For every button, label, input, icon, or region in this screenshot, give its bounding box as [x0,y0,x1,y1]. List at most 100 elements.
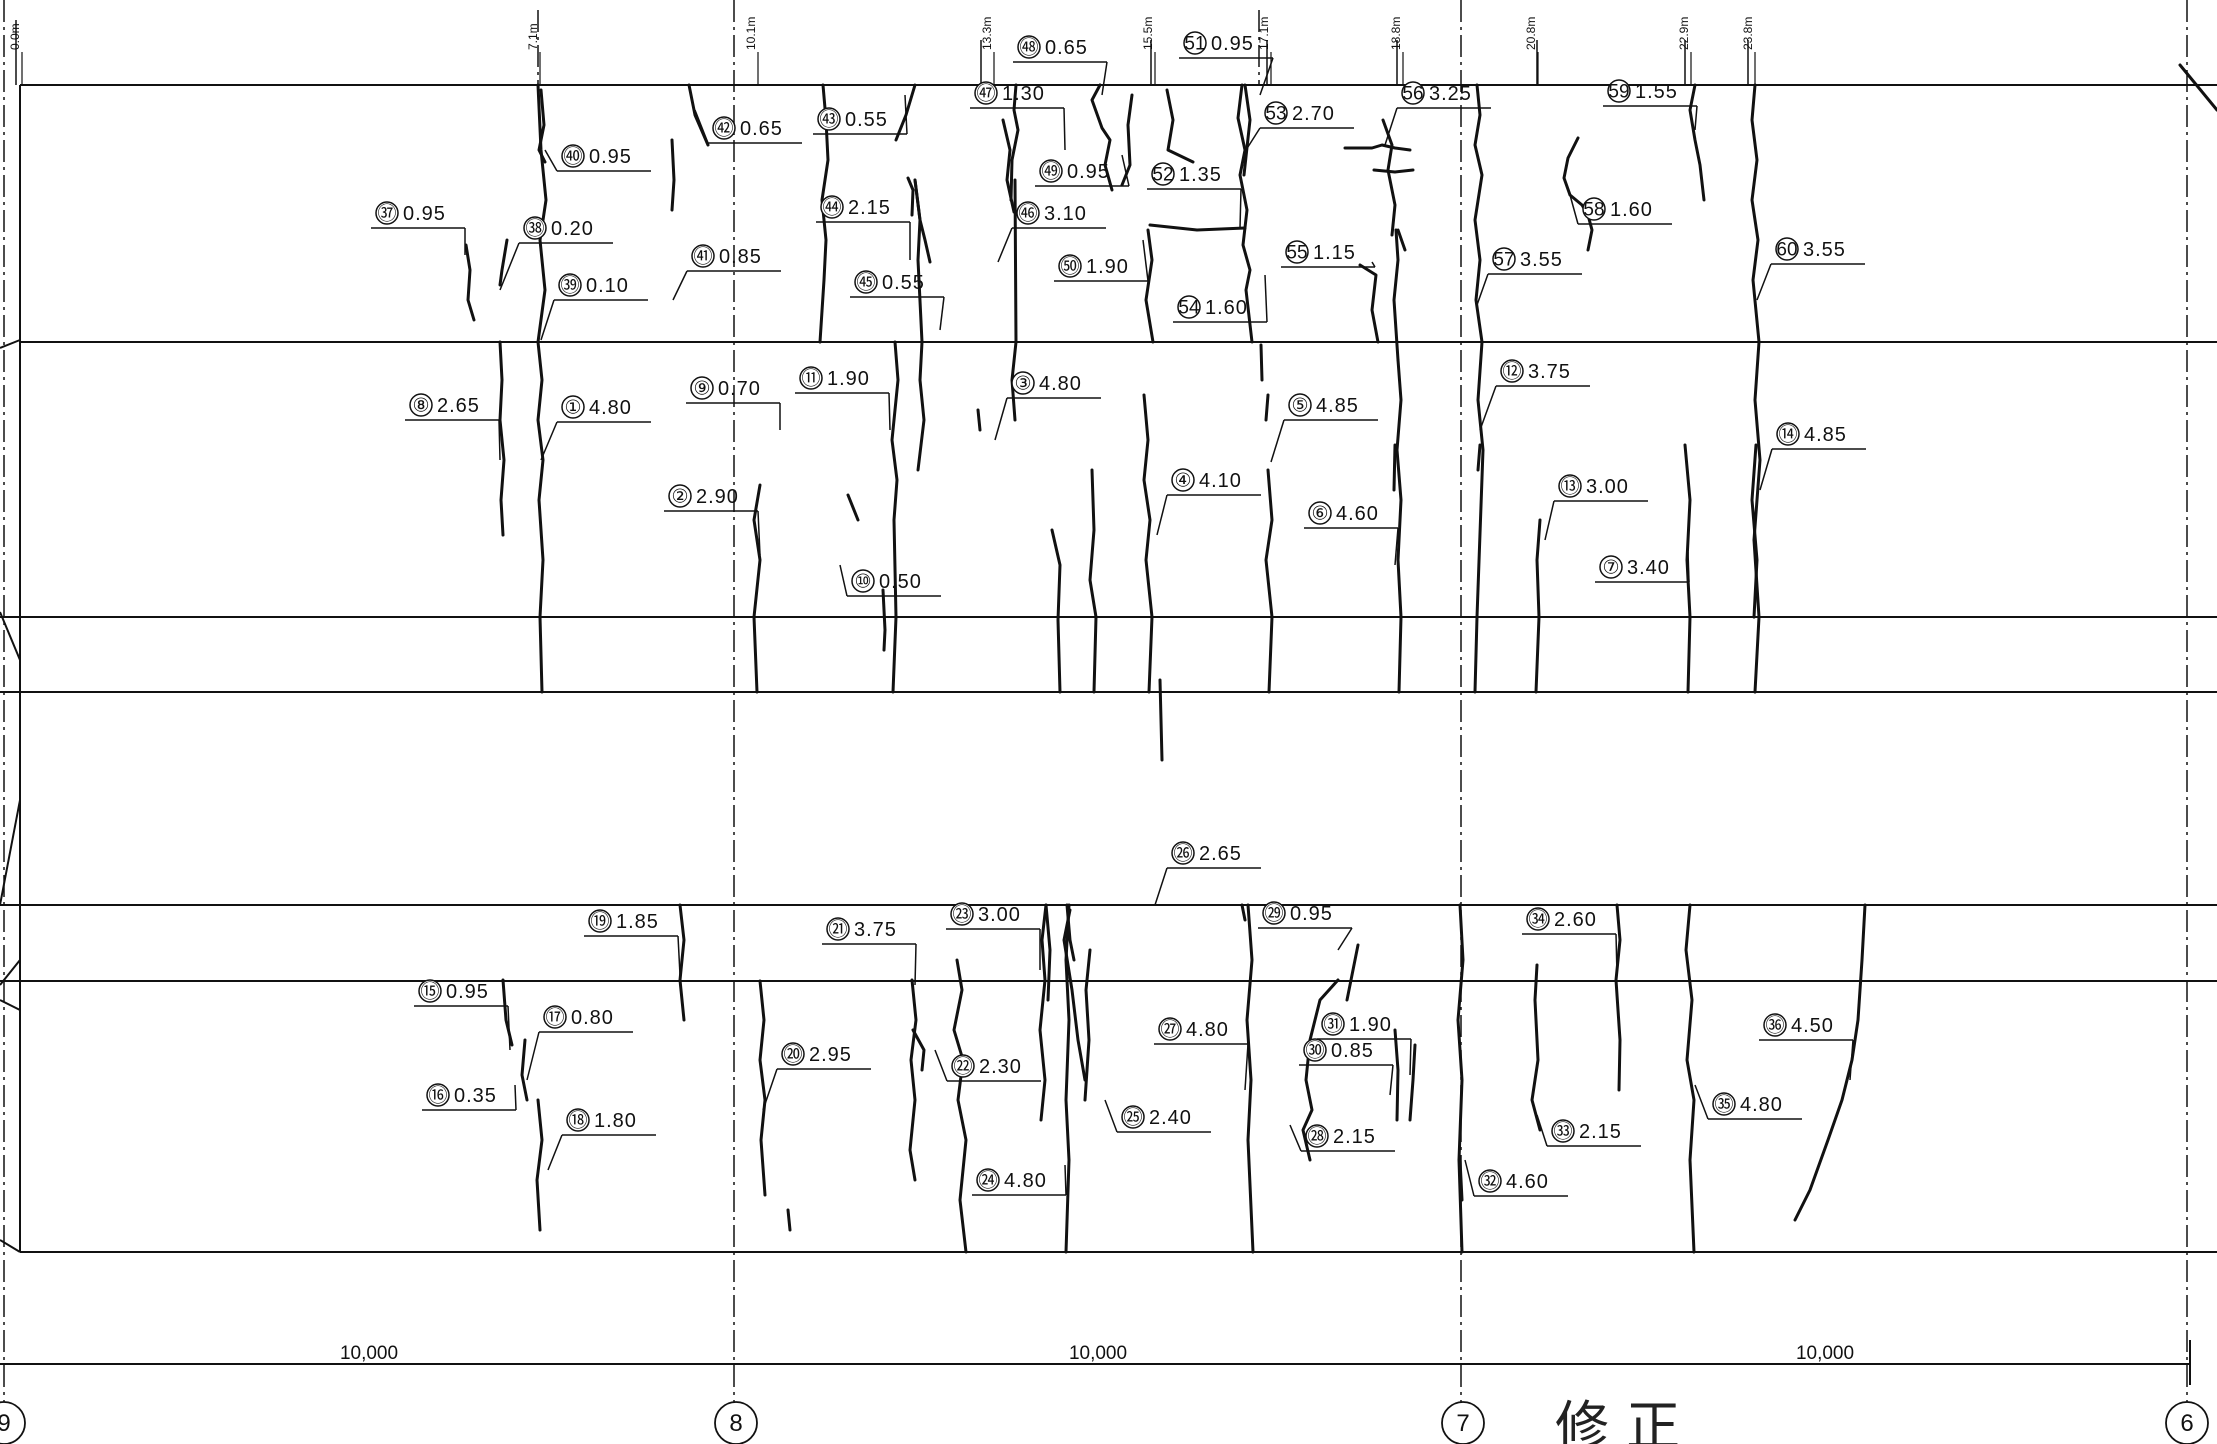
callout-leader [997,227,1013,263]
crack-length: 2.60 [1554,909,1597,931]
callout-leader [762,1068,778,1111]
handwritten-note: 修 正 [1555,1395,1680,1444]
crack-number: ⑮ [420,981,439,1003]
axis-bubble: 7 [1441,1401,1485,1444]
callout-leader [1694,1084,1709,1120]
callout-leader [1154,867,1168,906]
crack-length: 4.80 [589,397,632,419]
callout-circle [1607,79,1631,103]
callout-leader [1245,127,1261,151]
crack-length: 3.55 [1520,249,1563,271]
callout-circle [1558,474,1582,498]
crack-length: 0.70 [718,378,761,400]
axis-label: 8 [729,1410,742,1437]
crack-number: 56 [1402,84,1423,105]
crack-length: 0.95 [403,203,446,225]
callout-leader [1756,263,1772,301]
crack-callout: ㊺ 0.55 [854,270,925,294]
callout-circle [851,569,875,593]
callout-circle [1492,247,1516,271]
crack-number: ㉘ [1307,1126,1326,1148]
position-marker: 0.0m [8,23,22,50]
callout-leader [507,1005,511,1051]
crack-number: 60 [1776,240,1797,261]
callout-circle [1262,901,1286,925]
crack-number: 59 [1608,82,1629,103]
crack-number: 55 [1286,243,1307,264]
callout-leader [1849,1039,1854,1081]
crack-number: ⑭ [1778,424,1797,446]
crack-number: ㊳ [525,218,544,240]
callout-circle [409,393,433,417]
crack-length: 3.40 [1627,557,1670,579]
crack-length: 0.65 [1045,37,1088,59]
callout-circle [561,144,585,168]
crack-length: 0.55 [882,272,925,294]
crack-length: 3.00 [978,904,1021,926]
callout-leader [1759,448,1773,491]
callout-circle [418,979,442,1003]
crack-number: ㉜ [1480,1171,1499,1193]
crack-number: ④ [1174,471,1191,492]
crack-lines [464,63,2217,1254]
crack-number: 54 [1178,298,1200,319]
crack-number: ㊸ [819,109,838,131]
callout-circle [1285,240,1309,264]
crack-length: 1.35 [1179,164,1222,186]
callout-circle [375,201,399,225]
crack-number: ⑲ [590,911,609,933]
callout-leaders [371,57,1866,1197]
crack-length: 1.90 [1086,256,1129,278]
callout-circle [1303,1038,1327,1062]
callout-leader [1063,107,1066,151]
crack-length: 2.30 [979,1056,1022,1078]
callout-leader [540,299,555,341]
callout-circle [974,81,998,105]
callout-circle [1158,1017,1182,1041]
crack-length: 0.95 [1211,33,1254,55]
crack-number: ⑧ [412,396,429,417]
callout-leader [1259,57,1274,96]
callout-leader [839,564,848,597]
crack-number: ⑥ [1311,504,1328,525]
callout-leader [1479,385,1497,431]
crack-number: ㊶ [693,246,712,268]
callout-leader [514,1084,517,1111]
axis-label: 9 [0,1410,11,1437]
dimension-label: 10,000 [1796,1343,1854,1364]
frame-lines [0,84,2217,1385]
callout-leader [994,397,1008,441]
crack-number: ③ [1014,374,1031,395]
callout-circle [1321,1012,1345,1036]
crack-number: ㊺ [856,272,875,294]
crack-length: 0.65 [740,118,783,140]
crack-length: 4.80 [1740,1094,1783,1116]
callout-circle [1551,1119,1575,1143]
callout-leader [1536,1114,1548,1147]
dimension-label: 10,000 [340,1343,398,1364]
callout-circle [561,395,585,419]
crack-number: ⑫ [1502,361,1521,383]
